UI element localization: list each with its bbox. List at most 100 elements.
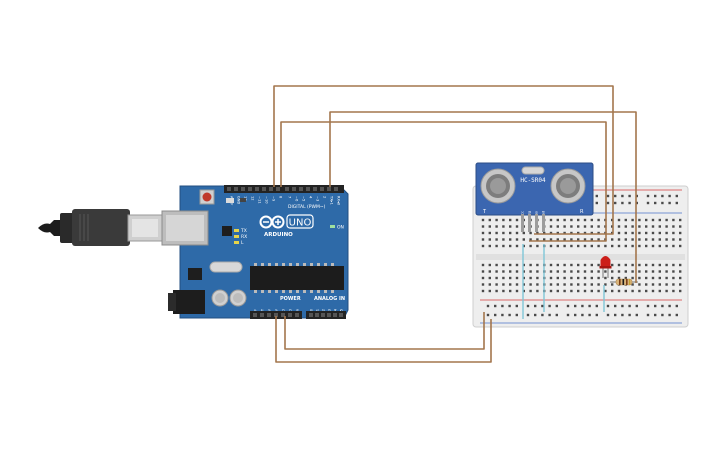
breadboard-hole[interactable] bbox=[675, 304, 678, 308]
breadboard-hole[interactable] bbox=[604, 283, 607, 286]
breadboard-hole[interactable] bbox=[581, 313, 584, 317]
breadboard-hole[interactable] bbox=[668, 201, 671, 205]
breadboard-hole[interactable] bbox=[581, 304, 584, 308]
breadboard-hole[interactable] bbox=[638, 270, 641, 273]
breadboard-hole[interactable] bbox=[665, 225, 668, 228]
usb-cable[interactable] bbox=[38, 209, 163, 246]
breadboard-hole[interactable] bbox=[570, 218, 573, 222]
breadboard-hole[interactable] bbox=[563, 283, 566, 286]
breadboard-hole[interactable] bbox=[638, 276, 641, 280]
breadboard-hole[interactable] bbox=[672, 238, 675, 241]
breadboard-hole[interactable] bbox=[590, 289, 593, 293]
breadboard-hole[interactable] bbox=[679, 270, 682, 273]
breadboard-hole[interactable] bbox=[481, 231, 485, 235]
breadboard-hole[interactable] bbox=[621, 313, 624, 317]
breadboard-hole[interactable] bbox=[574, 304, 577, 308]
breadboard-hole[interactable] bbox=[488, 263, 491, 267]
breadboard-hole[interactable] bbox=[658, 270, 661, 273]
breadboard-hole[interactable] bbox=[570, 225, 573, 228]
breadboard-hole[interactable] bbox=[488, 231, 491, 235]
sensor-pin-trig[interactable] bbox=[528, 214, 531, 232]
breadboard-hole[interactable] bbox=[590, 263, 593, 267]
breadboard-hole[interactable] bbox=[495, 231, 498, 235]
breadboard-hole[interactable] bbox=[577, 218, 580, 222]
wire-pin11-to-led[interactable] bbox=[329, 111, 637, 283]
breadboard-hole[interactable] bbox=[548, 304, 551, 308]
breadboard-hole[interactable] bbox=[502, 244, 505, 248]
breadboard-hole[interactable] bbox=[577, 283, 580, 286]
breadboard-hole[interactable] bbox=[502, 218, 505, 222]
breadboard-hole[interactable] bbox=[645, 218, 648, 222]
wire-gnd-to-rail[interactable] bbox=[284, 312, 485, 350]
breadboard-hole[interactable] bbox=[614, 194, 617, 198]
sensor-pin-echo[interactable] bbox=[535, 214, 538, 232]
breadboard-hole[interactable] bbox=[570, 263, 573, 267]
breadboard-hole[interactable] bbox=[658, 218, 661, 222]
breadboard-hole[interactable] bbox=[522, 263, 525, 267]
breadboard-hole[interactable] bbox=[536, 289, 539, 293]
breadboard-hole[interactable] bbox=[481, 244, 485, 248]
breadboard-hole[interactable] bbox=[563, 289, 566, 293]
breadboard-hole[interactable] bbox=[522, 270, 525, 273]
breadboard-hole[interactable] bbox=[563, 263, 566, 267]
breadboard-hole[interactable] bbox=[549, 244, 553, 248]
breadboard-hole[interactable] bbox=[651, 289, 655, 293]
breadboard-hole[interactable] bbox=[611, 263, 614, 267]
breadboard-hole[interactable] bbox=[638, 263, 641, 267]
breadboard-hole[interactable] bbox=[651, 225, 655, 228]
breadboard-hole[interactable] bbox=[624, 238, 627, 241]
breadboard-hole[interactable] bbox=[645, 270, 648, 273]
breadboard-hole[interactable] bbox=[556, 238, 559, 241]
breadboard-hole[interactable] bbox=[651, 263, 655, 267]
breadboard-hole[interactable] bbox=[645, 283, 648, 286]
breadboard-hole[interactable] bbox=[549, 270, 553, 273]
breadboard-hole[interactable] bbox=[502, 225, 505, 228]
breadboard-hole[interactable] bbox=[646, 201, 650, 205]
breadboard-hole[interactable] bbox=[556, 231, 559, 235]
resistor[interactable] bbox=[610, 278, 638, 286]
breadboard-hole[interactable] bbox=[522, 238, 525, 241]
breadboard-hole[interactable] bbox=[481, 276, 485, 280]
breadboard-hole[interactable] bbox=[509, 238, 512, 241]
breadboard-hole[interactable] bbox=[509, 244, 512, 248]
breadboard-hole[interactable] bbox=[665, 270, 668, 273]
breadboard-hole[interactable] bbox=[658, 263, 661, 267]
breadboard-hole[interactable] bbox=[624, 225, 627, 228]
breadboard-hole[interactable] bbox=[654, 313, 657, 317]
breadboard-hole[interactable] bbox=[583, 225, 587, 228]
breadboard-hole[interactable] bbox=[577, 238, 580, 241]
breadboard-hole[interactable] bbox=[543, 238, 546, 241]
ultrasonic-sensor[interactable]: HC-SR04 T R VccTrigEchoGnd bbox=[475, 162, 594, 232]
breadboard-hole[interactable] bbox=[501, 313, 504, 317]
breadboard-hole[interactable] bbox=[515, 283, 519, 286]
breadboard-hole[interactable] bbox=[631, 283, 634, 286]
breadboard-hole[interactable] bbox=[628, 201, 631, 205]
breadboard-hole[interactable] bbox=[658, 244, 661, 248]
breadboard-hole[interactable] bbox=[488, 244, 491, 248]
breadboard-hole[interactable] bbox=[624, 276, 627, 280]
breadboard-hole[interactable] bbox=[515, 313, 518, 317]
breadboard-hole[interactable] bbox=[515, 270, 519, 273]
breadboard-hole[interactable] bbox=[583, 231, 587, 235]
breadboard-hole[interactable] bbox=[631, 289, 634, 293]
breadboard-hole[interactable] bbox=[577, 231, 580, 235]
breadboard-hole[interactable] bbox=[617, 225, 621, 228]
breadboard-hole[interactable] bbox=[611, 270, 614, 273]
breadboard-hole[interactable] bbox=[543, 231, 546, 235]
breadboard-hole[interactable] bbox=[549, 276, 553, 280]
breadboard-hole[interactable] bbox=[526, 313, 530, 317]
breadboard-hole[interactable] bbox=[665, 276, 668, 280]
breadboard-hole[interactable] bbox=[536, 270, 539, 273]
breadboard-hole[interactable] bbox=[534, 313, 537, 317]
breadboard-hole[interactable] bbox=[549, 289, 553, 293]
breadboard-hole[interactable] bbox=[577, 225, 580, 228]
breadboard-hole[interactable] bbox=[617, 289, 621, 293]
breadboard-hole[interactable] bbox=[508, 304, 511, 308]
breadboard-hole[interactable] bbox=[597, 276, 600, 280]
breadboard-hole[interactable] bbox=[529, 244, 532, 248]
breadboard-hole[interactable] bbox=[549, 238, 553, 241]
breadboard-hole[interactable] bbox=[628, 304, 631, 308]
sensor-pin-gnd[interactable] bbox=[542, 214, 545, 232]
breadboard-hole[interactable] bbox=[502, 238, 505, 241]
breadboard-hole[interactable] bbox=[672, 263, 675, 267]
